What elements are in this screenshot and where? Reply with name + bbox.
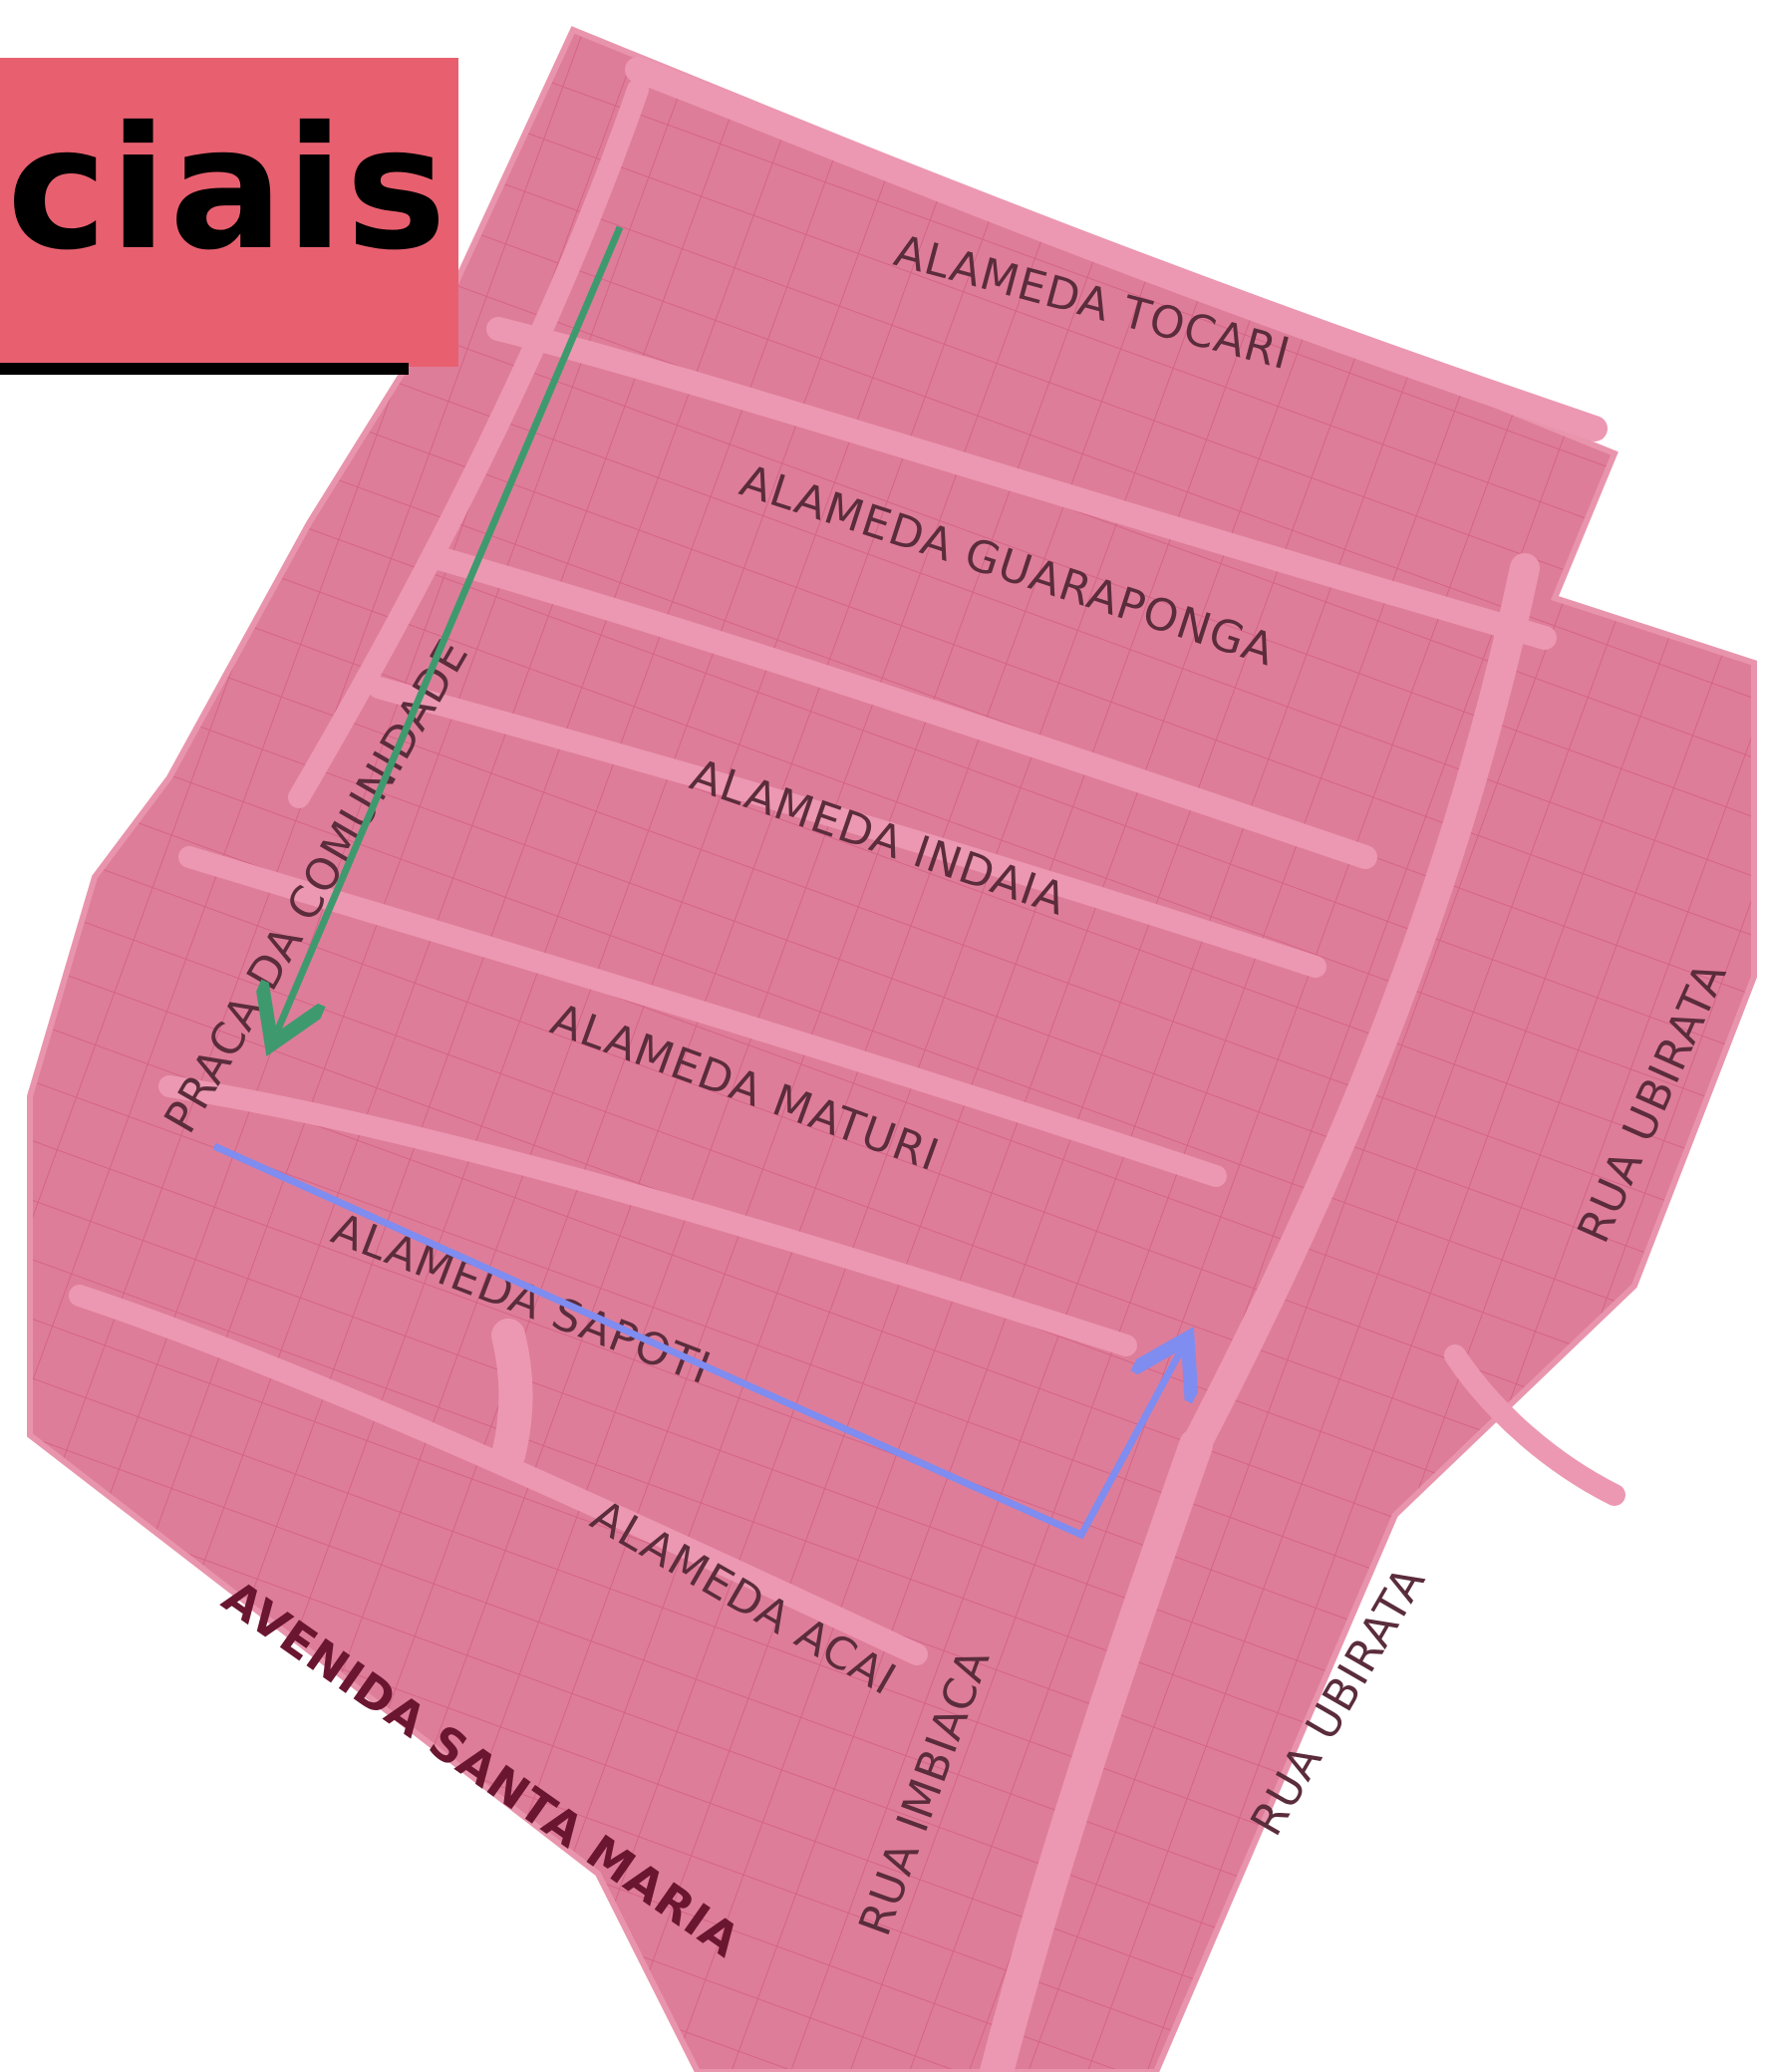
title-underline	[0, 363, 409, 375]
title-banner	[0, 58, 458, 367]
district-area	[27, 26, 1757, 2072]
road-network	[69, 57, 1625, 2072]
page-title: ciais	[6, 91, 448, 288]
blue-route-arrow	[212, 1142, 1181, 1540]
green-route-arrow	[277, 225, 624, 1032]
